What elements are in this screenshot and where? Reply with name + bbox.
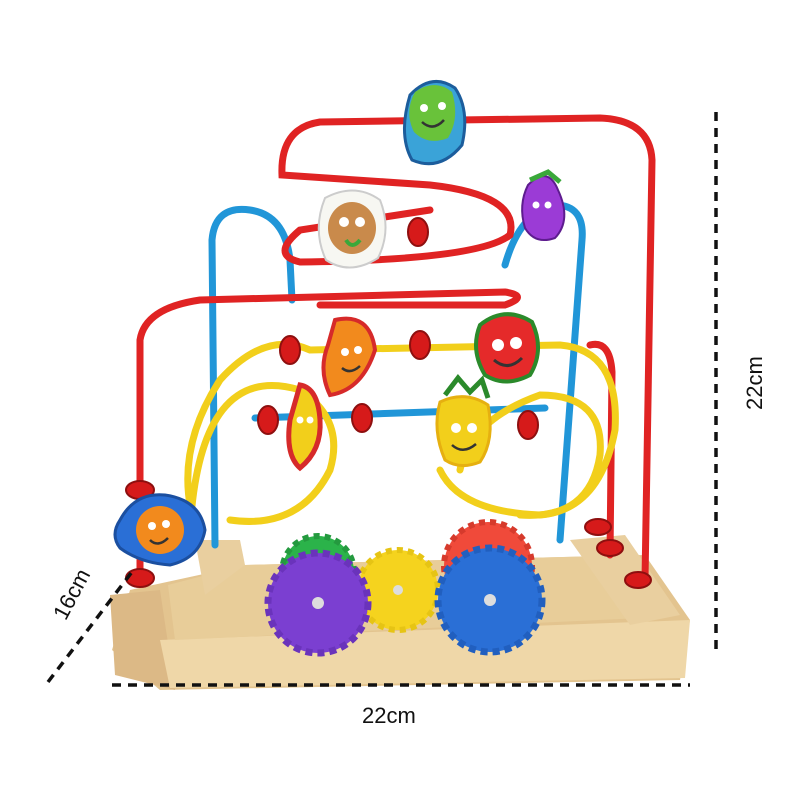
mango-character (321, 316, 378, 398)
height-dimension-label: 22cm (742, 356, 767, 410)
bead (279, 335, 301, 365)
depth-dimension-line (46, 566, 137, 684)
apple-character (474, 312, 540, 384)
bead (596, 539, 624, 557)
gears (264, 519, 546, 657)
eggplant-character (521, 169, 566, 241)
orange-character (113, 493, 207, 567)
red-wires (136, 114, 656, 584)
bead (409, 330, 431, 360)
fruit-characters (113, 79, 566, 567)
bead (624, 571, 652, 589)
pear-character (402, 79, 467, 166)
kiwi-character (317, 189, 387, 269)
yellow-wires (184, 340, 619, 544)
bead (257, 405, 279, 435)
red-beads (125, 217, 652, 589)
dimension-lines (46, 112, 718, 687)
pineapple-character (435, 374, 492, 467)
bead (517, 410, 539, 440)
bead (584, 518, 612, 536)
banana-character (286, 382, 323, 472)
bead (407, 217, 429, 247)
bead (125, 568, 155, 588)
bead (351, 403, 373, 433)
width-dimension-label: 22cm (362, 703, 416, 728)
